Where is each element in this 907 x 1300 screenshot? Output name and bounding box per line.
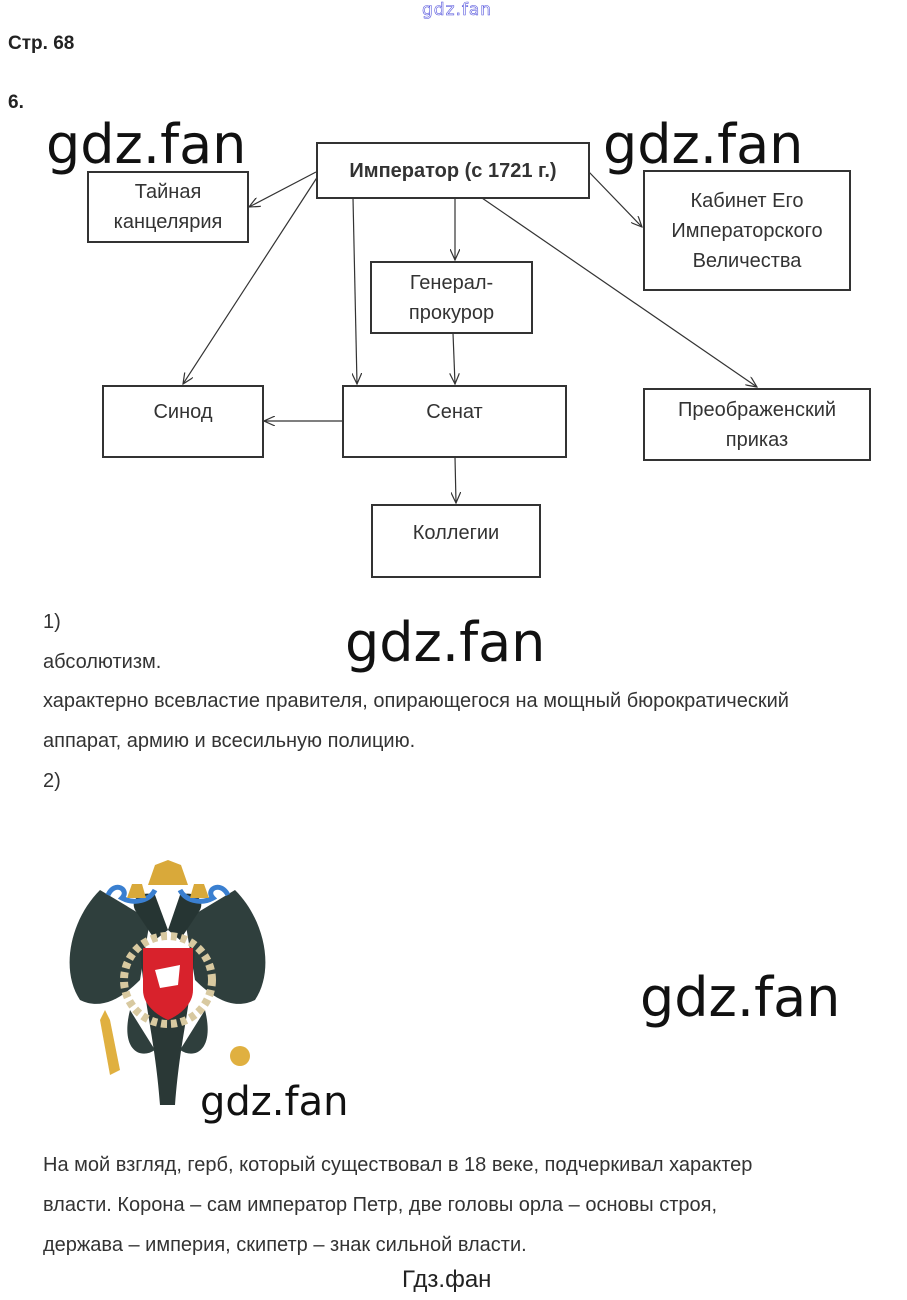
task-number: 6.	[8, 92, 24, 113]
arrow-prosecutor-senate	[453, 332, 455, 384]
answer-1-text: характерно всевластие правителя, опирающ…	[43, 690, 789, 712]
orb-icon	[230, 1046, 250, 1066]
box-preobrazhensky: Преображенский приказ	[643, 388, 871, 461]
answer-1-label: 1)	[43, 611, 61, 633]
top-watermark: gdz.fan	[422, 0, 493, 20]
box-senate: Сенат	[342, 385, 567, 458]
box-label-line: Тайная	[134, 181, 202, 203]
watermark: gdz.fan	[46, 113, 247, 176]
arrow-emperor-chancery	[249, 171, 317, 207]
arrow-emperor-senate	[353, 197, 357, 384]
coat-of-arms-image	[69, 860, 266, 1105]
box-label-line: Величества	[692, 249, 802, 272]
answer-1-text: аппарат, армию и всесильную полицию.	[43, 730, 416, 752]
answer-2-text: власти. Корона – сам император Петр, две…	[43, 1194, 718, 1216]
box-label-line: Кабинет Его	[690, 189, 804, 212]
box-label-line: приказ	[725, 428, 789, 451]
answer-1-term: абсолютизм.	[43, 651, 162, 673]
footer-watermark: Гдз.фан	[402, 1266, 492, 1293]
watermark: gdz.fan	[345, 611, 546, 674]
box-label-line: Императорского	[671, 219, 823, 242]
arrow-emperor-preobrazhensky	[481, 197, 757, 387]
box-emperor: Император (с 1721 г.)	[316, 142, 590, 199]
box-synod: Синод	[102, 385, 264, 458]
box-label-line: канцелярия	[113, 211, 223, 233]
diagram-arrows	[0, 171, 907, 600]
box-senate-label: Сенат	[426, 401, 483, 423]
page-label: Стр. 68	[8, 33, 75, 54]
answer-2-text: На мой взгляд, герб, который существовал…	[43, 1154, 753, 1176]
ribbon-icon	[105, 884, 231, 904]
arrow-emperor-cabinet	[588, 171, 642, 227]
watermark: gdz.fan	[200, 1079, 349, 1125]
answer-2-text: держава – империя, скипетр – знак сильно…	[43, 1234, 527, 1256]
watermark: gdz.fan	[603, 113, 804, 176]
box-label-line: Преображенский	[677, 398, 837, 421]
arrow-senate-collegia	[455, 456, 456, 503]
box-secret-chancery: Тайная канцелярия	[87, 171, 249, 243]
scepter-icon	[100, 1010, 120, 1075]
arrow-emperor-synod	[183, 175, 319, 384]
box-synod-label: Синод	[153, 401, 213, 423]
crown-icon	[148, 860, 188, 885]
box-prosecutor-general: Генерал- прокурор	[370, 261, 533, 334]
watermark: gdz.fan	[640, 966, 841, 1029]
box-emperor-label: Император (с 1721 г.)	[349, 159, 557, 182]
answer-2-label: 2)	[43, 770, 61, 792]
box-label-line: прокурор	[408, 301, 495, 324]
box-collegia-label: Коллегии	[412, 522, 500, 544]
box-collegia: Коллегии	[371, 504, 541, 578]
box-label-line: Генерал-	[409, 271, 494, 294]
box-cabinet: Кабинет Его Императорского Величества	[643, 170, 851, 291]
